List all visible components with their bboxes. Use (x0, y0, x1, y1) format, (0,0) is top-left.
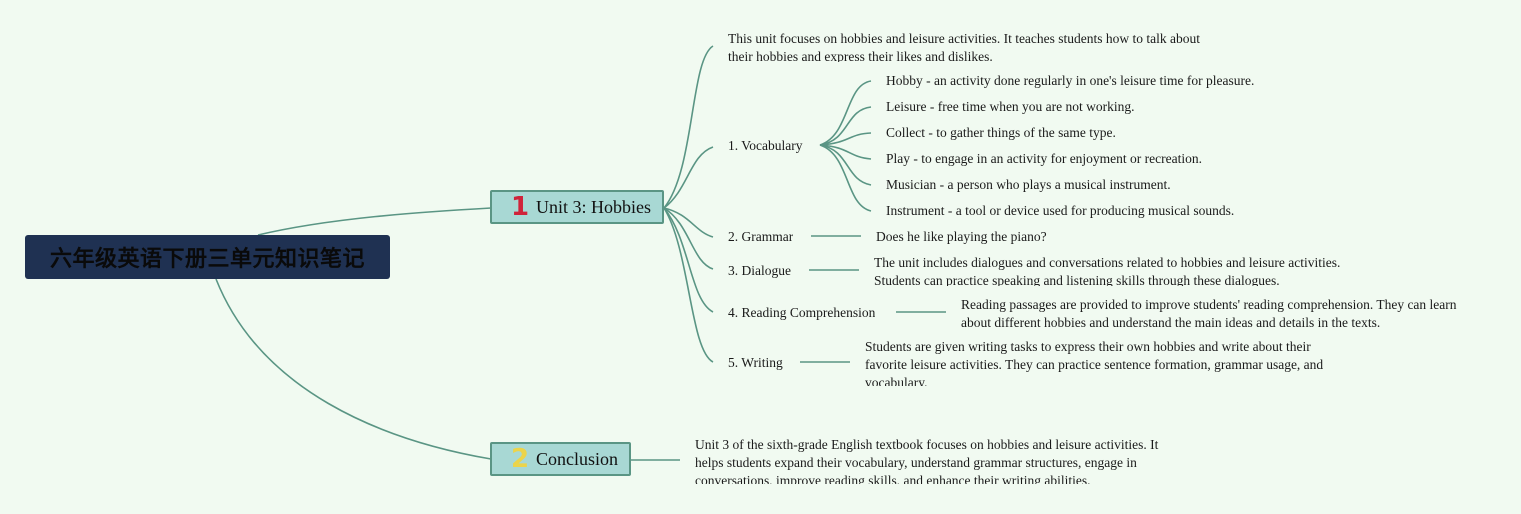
branch-conclusion-node[interactable]: 2 Conclusion (490, 442, 631, 476)
conclusion-detail: Unit 3 of the sixth-grade English textbo… (695, 437, 1159, 484)
topic-grammar[interactable]: 2. Grammar (728, 229, 794, 244)
vocab-item-collect: Collect - to gather things of the same t… (886, 125, 1116, 140)
branch-unit3-label: Unit 3: Hobbies (536, 196, 651, 217)
unit3-intro-text: This unit focuses on hobbies and leisure… (728, 31, 1201, 62)
root-title: 六年级英语下册三单元知识笔记 (49, 247, 365, 272)
grammar-detail: Does he like playing the piano? (876, 229, 1047, 244)
branch-conclusion-label: Conclusion (536, 448, 619, 469)
vocab-item-instrument: Instrument - a tool or device used for p… (886, 203, 1235, 218)
connector-vocab-item-4 (819, 144, 872, 160)
connector-root-unit3 (257, 207, 492, 236)
badge-number-1: 1 (510, 192, 530, 222)
branch-unit3-node[interactable]: 1 Unit 3: Hobbies (490, 190, 664, 224)
connector-unit3-intro (663, 45, 714, 209)
badge-number-2: 2 (510, 444, 530, 474)
connector-unit3-grammar (663, 207, 714, 238)
connector-unit3-dialogue (663, 207, 714, 270)
connector-unit3-vocabulary (663, 146, 714, 209)
dialogue-detail: The unit includes dialogues and conversa… (874, 255, 1341, 286)
connector-vocab-item-6 (819, 144, 872, 212)
connector-vocab-item-1 (819, 80, 872, 146)
root-node[interactable]: 六年级英语下册三单元知识笔记 (25, 235, 390, 279)
vocab-item-play: Play - to engage in an activity for enjo… (886, 151, 1203, 166)
topic-dialogue[interactable]: 3. Dialogue (728, 263, 791, 278)
connector-vocab-item-2 (819, 106, 872, 146)
topic-vocabulary[interactable]: 1. Vocabulary (728, 138, 803, 153)
topic-reading-comprehension[interactable]: 4. Reading Comprehension (728, 305, 876, 320)
topic-writing[interactable]: 5. Writing (728, 355, 783, 370)
connector-vocab-item-3 (819, 132, 872, 146)
connector-root-conclusion (215, 278, 492, 460)
connector-vocab-item-5 (819, 144, 872, 186)
writing-detail: Students are given writing tasks to expr… (865, 339, 1324, 386)
vocab-item-hobby: Hobby - an activity done regularly in on… (886, 73, 1255, 88)
vocab-item-musician: Musician - a person who plays a musical … (886, 177, 1171, 192)
connector-unit3-reading (663, 207, 714, 313)
reading-detail: Reading passages are provided to improve… (961, 297, 1457, 330)
connector-unit3-writing (663, 207, 714, 363)
vocab-item-leisure: Leisure - free time when you are not wor… (886, 99, 1135, 114)
